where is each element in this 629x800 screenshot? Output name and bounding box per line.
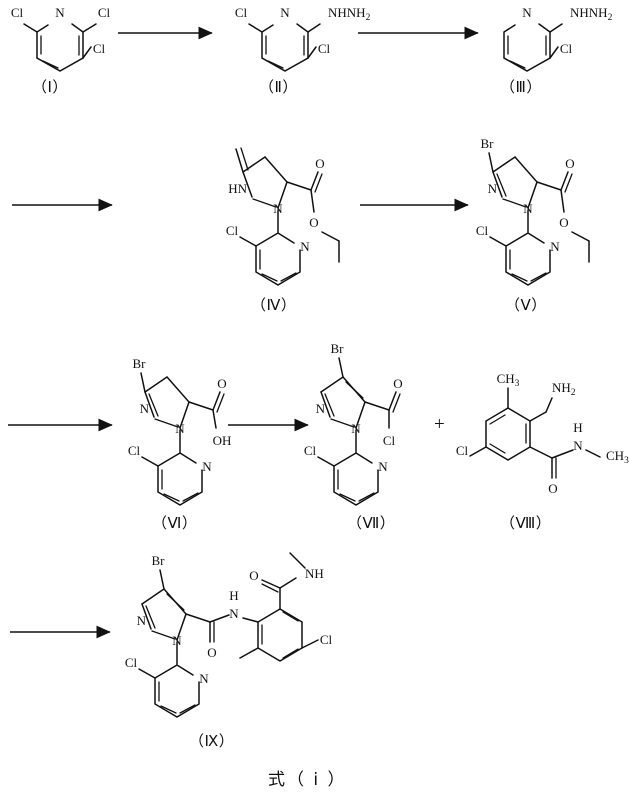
compound-VIII-structure: CH3 NH2 Cl O H N CH3 <box>456 371 629 496</box>
plus-operator: + <box>434 414 445 435</box>
compound-label-III: （Ⅲ） <box>500 80 542 96</box>
atom-label-n-double-VII: N <box>316 401 326 416</box>
atom-label-ch3-top-VIII: CH3 <box>497 371 520 389</box>
atom-label-cl-III: Cl <box>560 41 573 56</box>
atom-label-amide-h-VIII: H <box>573 420 582 435</box>
atom-label-cl-VI: Cl <box>128 443 141 458</box>
compound-I-structure: N Cl Cl Cl <box>11 5 111 72</box>
atom-label-pyridine-n-IV: N <box>300 239 310 254</box>
atom-label-n-double-VI: N <box>140 401 150 416</box>
compound-II-structure: N Cl NHNH2 Cl <box>235 5 371 72</box>
compound-label-IV: （Ⅳ） <box>251 298 297 314</box>
atom-label-ring-n-VII: N <box>351 421 361 436</box>
atom-label-nh2-VIII: NH2 <box>552 380 576 398</box>
atom-label-ring-n-IX: N <box>172 633 182 648</box>
atom-label-ring-n-V: N <box>523 201 533 216</box>
atom-label-cl-VII: Cl <box>304 443 317 458</box>
atom-label-cl-topright-I: Cl <box>98 5 111 20</box>
compound-label-VII: （Ⅶ） <box>347 516 396 532</box>
compound-label-II: （Ⅱ） <box>259 80 298 96</box>
atom-label-br-VI: Br <box>133 356 147 371</box>
atom-label-cl-bottomright-II: Cl <box>318 41 331 56</box>
compound-label-VI: （Ⅵ） <box>152 516 198 532</box>
atom-label-cl-pyridine-IX: Cl <box>125 655 138 670</box>
atom-label-cl-benzene-IX: Cl <box>320 632 333 647</box>
atom-label-acyl-cl-VII: Cl <box>383 433 396 448</box>
compound-label-I: （Ⅰ） <box>32 80 68 96</box>
atom-label-cl-VIII: Cl <box>456 443 469 458</box>
atom-label-amide-n-VIII: N <box>573 438 583 453</box>
atom-label-pyridine-n-VI: N <box>202 459 212 474</box>
atom-label-amide-h-IX: H <box>229 588 238 603</box>
atom-label-carbonyl-o-V: O <box>565 156 574 171</box>
atom-label-hn-IV: HN <box>228 181 247 196</box>
compound-V-structure: N N Br O O N Cl <box>476 136 590 286</box>
atom-label-ester-o-IV: O <box>309 215 318 230</box>
atom-label-amide-n-IX: N <box>229 606 239 621</box>
atom-label-ring-n-III: N <box>522 5 532 20</box>
atom-label-ring-n-I: N <box>55 5 65 20</box>
atom-label-top-carbonyl-o-IX: O <box>249 568 258 583</box>
atom-label-hydrazine-III: NHNH2 <box>570 5 613 23</box>
atom-label-hydrazine-II: NHNH2 <box>328 5 371 23</box>
atom-label-n-double-IX: N <box>137 613 147 628</box>
atom-label-ch3-right-VIII: CH3 <box>606 448 629 466</box>
atom-label-ester-o-V: O <box>559 215 568 230</box>
atom-label-carbonyl-o-VII: O <box>393 376 402 391</box>
compound-label-IX: （Ⅸ） <box>189 734 235 750</box>
compound-VI-structure: N N Br O OH N Cl <box>128 356 232 506</box>
atom-label-cl-left-II: Cl <box>235 5 248 20</box>
atom-label-carbonyl-o-VIII: O <box>548 481 557 496</box>
atom-label-carbonyl-o-IV: O <box>315 156 324 171</box>
compound-III-structure: N NHNH2 Cl <box>503 5 613 72</box>
atom-label-pyridine-n-IX: N <box>199 671 209 686</box>
atom-label-ring-n-II: N <box>280 5 290 20</box>
compound-label-VIII: （Ⅷ） <box>500 516 552 532</box>
atom-label-br-IX: Br <box>152 553 166 568</box>
atom-label-acid-oh-VI: OH <box>213 433 232 448</box>
compound-label-V: （Ⅴ） <box>505 298 547 314</box>
atom-label-carbonyl-o-VI: O <box>217 376 226 391</box>
scheme-caption: 式（ i ） <box>268 770 347 790</box>
atom-label-pyridine-n-V: N <box>550 239 560 254</box>
compound-IV-structure: HN N O O N Cl <box>226 147 340 286</box>
atom-label-cl-IV: Cl <box>226 223 239 238</box>
atom-label-nh-IX: NH <box>305 566 324 581</box>
atom-label-ring-n-IV: N <box>273 201 283 216</box>
compound-VII-structure: N N Br O Cl N Cl <box>304 341 403 506</box>
atom-label-pyridine-n-VII: N <box>378 459 388 474</box>
atom-label-cl-left-I: Cl <box>11 5 24 20</box>
atom-label-ring-n-VI: N <box>175 421 185 436</box>
compound-IX-structure: N N Br N Cl O H N Cl O <box>125 552 333 718</box>
atom-label-cl-V: Cl <box>476 223 489 238</box>
atom-label-carbonyl-o-IX: O <box>207 645 216 660</box>
atom-label-cl-bottomright-I: Cl <box>93 41 106 56</box>
atom-label-n-double-V: N <box>488 181 498 196</box>
atom-label-br-VII: Br <box>331 341 345 356</box>
atom-label-br-V: Br <box>481 136 495 151</box>
